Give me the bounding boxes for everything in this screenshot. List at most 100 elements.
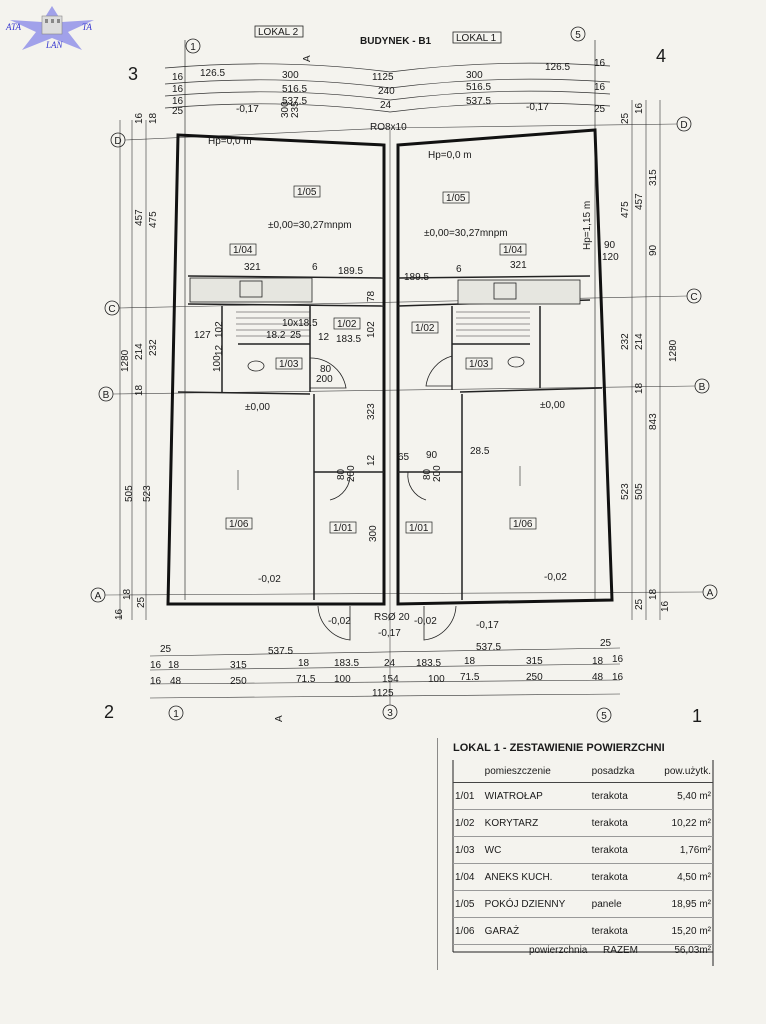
table-row: 1/01 WIATROŁAP terakota 5,40 m² (453, 782, 713, 810)
dim-b2-1: 16 (150, 660, 162, 671)
inner-dim-30: 90 (604, 240, 616, 251)
dim-left-4: 475 (148, 211, 159, 228)
dim-b3-11: 16 (612, 672, 624, 683)
dim-top-r1: 300 (466, 70, 483, 81)
inner-dim-12: 102 (214, 321, 225, 338)
dim-right-16: 25 (634, 598, 645, 610)
level-zero-short-left: ±0,00 (245, 402, 270, 413)
floor-plan: BUDYNEK - B1 LOKAL 2 LOKAL 1 3 4 2 1 16 … (90, 25, 718, 726)
corner-number-3: 3 (128, 64, 138, 84)
company-logo: ATA TA LAN (4, 4, 100, 54)
dim-left-12: 16 (114, 608, 125, 620)
dim-top-2: 126.5 (200, 68, 225, 79)
dim-b1-2: 537.5 (268, 646, 293, 657)
dim-right-8: 214 (634, 333, 645, 350)
axis-d-right: D (680, 120, 687, 131)
corner-number-1: 1 (692, 706, 702, 726)
dim-top-1: 16 (172, 72, 184, 83)
room-label-102-left: 1/02 (337, 319, 357, 330)
dim-right-1: 25 (620, 112, 631, 124)
inner-dim-8: 102 (366, 321, 377, 338)
dim-top-6: 16 (172, 96, 184, 107)
inner-dim-19: 200 (316, 374, 333, 385)
total-value: 56,03m² (674, 945, 711, 956)
dim-top-m1: 24 (380, 100, 392, 111)
dim-b2-2: 18 (168, 660, 180, 671)
axis-c-left: C (108, 304, 115, 315)
inner-dim-1: 321 (244, 262, 261, 273)
total-label: powierzchnia (529, 945, 588, 956)
dim-left-5: 1280 (120, 349, 131, 372)
room-id: 1/04 (453, 863, 483, 891)
floor-type: terakota (589, 917, 649, 945)
room-label-105-right: 1/05 (446, 193, 466, 204)
level-entry-right: -0,02 (414, 616, 437, 627)
inner-dim-14: 18.2 (266, 330, 286, 341)
dim-left-13: 25 (136, 596, 147, 608)
axis-5-top: 5 (575, 30, 581, 41)
building-title: BUDYNEK - B1 (360, 36, 432, 47)
lokal-right-label: LOKAL 1 (456, 33, 497, 44)
dim-left-9: 505 (124, 485, 135, 502)
level-entry-left: -0,02 (328, 616, 351, 627)
dim-b4-total: 1125 (372, 688, 394, 699)
dim-b1-1: 25 (160, 644, 172, 655)
logo-text-right: TA (82, 22, 92, 32)
axis-b-left: B (103, 390, 110, 401)
area-summary-table: pomieszczenie posadzka pow.użytk. 1/01 W… (453, 760, 713, 945)
room-label-102-right: 1/02 (415, 323, 435, 334)
dim-b2-7: 183.5 (416, 658, 441, 669)
dim-b3-3: 250 (230, 676, 247, 687)
dim-top-5: 516.5 (282, 84, 307, 95)
level-path-right: -0,17 (476, 620, 499, 631)
dim-b3-2: 48 (170, 676, 182, 687)
inner-dim-18: 80 (320, 364, 332, 375)
room-id: 1/06 (453, 917, 483, 945)
dim-top-m2: 300 (280, 101, 291, 118)
room-label-101-right: 1/01 (409, 523, 429, 534)
axis-a-left: A (95, 591, 102, 602)
dim-right-4: 457 (634, 193, 645, 210)
dim-top-r8: 25 (594, 104, 606, 115)
room-label-103-right: 1/03 (469, 359, 489, 370)
dim-b2-5: 183.5 (334, 658, 359, 669)
dim-right-2: 16 (634, 102, 645, 114)
inner-dim-29: 200 (432, 465, 443, 482)
dim-right-9: 1280 (668, 339, 679, 362)
dim-top-3: 300 (282, 70, 299, 81)
room-name: ANEKS KUCH. (482, 863, 590, 891)
dim-right-13: 505 (634, 483, 645, 500)
axis-5-bottom: 5 (601, 711, 607, 722)
level-zero-right: ±0,00=30,27mnpm (424, 228, 508, 239)
room-id: 1/02 (453, 809, 483, 837)
inner-dim-10: 183.5 (336, 334, 361, 345)
logo-star-icon (10, 6, 94, 50)
dim-b1-4: 25 (600, 638, 612, 649)
room-area: 4,50 m² (648, 863, 713, 891)
area-summary: LOKAL 1 - ZESTAWIENIE POWIERZCHNI pomies… (437, 738, 717, 970)
inner-dim-11: 127 (194, 330, 211, 341)
inner-dim-15: 25 (290, 330, 302, 341)
dim-b3-9: 250 (526, 672, 543, 683)
room-area: 10,22 m² (648, 809, 713, 837)
room-label-106-left: 1/06 (229, 519, 249, 530)
room-id: 1/05 (453, 890, 483, 918)
inner-dim-13: 10x18.5 (282, 318, 318, 329)
dim-left-7: 232 (148, 339, 159, 356)
floor-type: terakota (589, 836, 649, 864)
inner-dim-28: 80 (422, 468, 433, 480)
table-row: 1/03 WC terakota 1,76m² (453, 836, 713, 864)
axis-1-bottom: 1 (173, 709, 179, 720)
dim-b2-3: 315 (230, 660, 247, 671)
dim-right-11: 18 (634, 382, 645, 394)
room-area: 5,40 m² (648, 782, 713, 810)
dim-b2-11: 16 (612, 654, 624, 665)
lokal-left-label: LOKAL 2 (258, 27, 299, 38)
room-name: POKÓJ DZIENNY (482, 890, 590, 918)
dim-left-6: 214 (134, 343, 145, 360)
table-header-row: pomieszczenie posadzka pow.użytk. (453, 760, 713, 783)
ro-label: RO8x10 (370, 122, 407, 133)
dim-b3-6: 154 (382, 674, 399, 685)
hp115: Hp=1,15 m (582, 201, 593, 250)
axis-a-right: A (707, 588, 714, 599)
